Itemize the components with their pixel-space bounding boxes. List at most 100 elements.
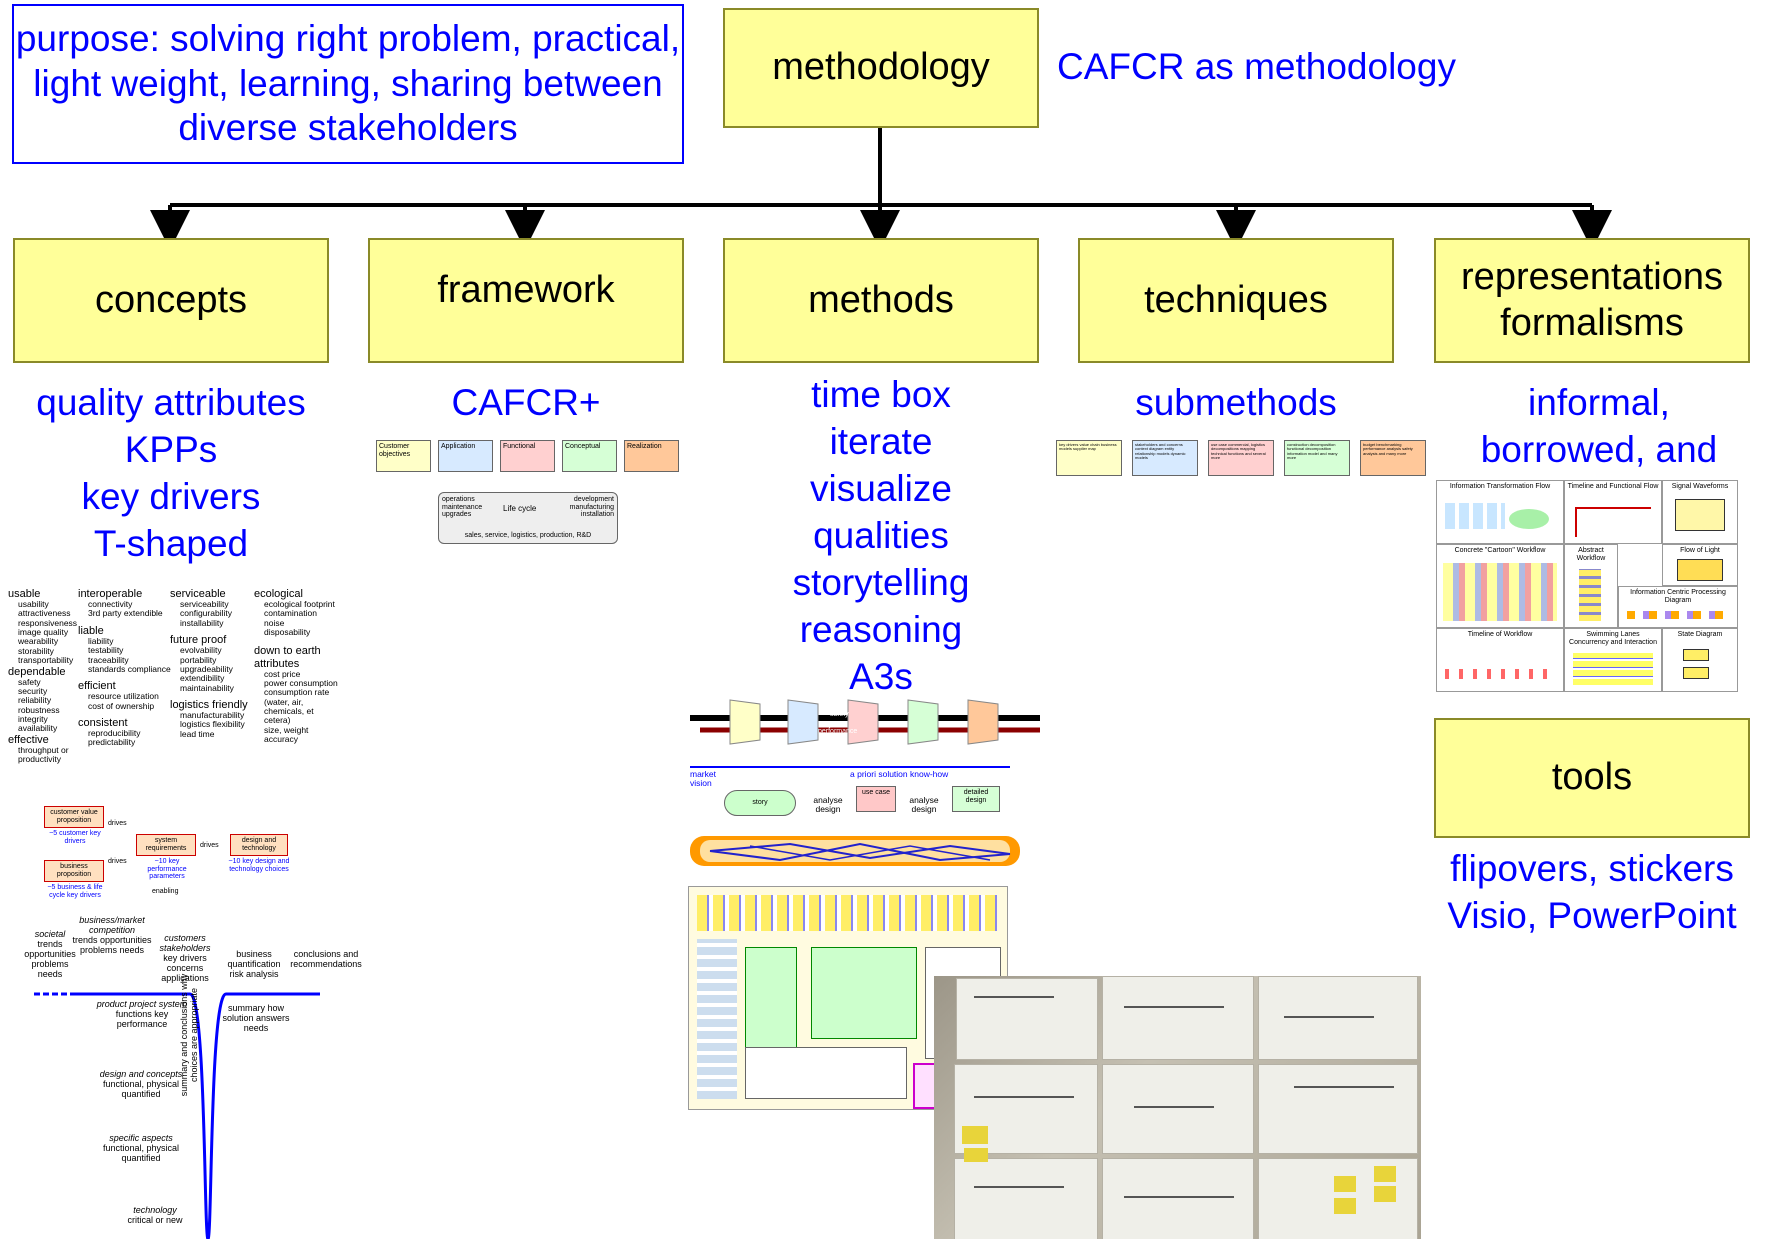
rep-title: Abstract Workflow [1576,547,1606,562]
qa-item: traceability [88,654,129,665]
qa-item: noise [264,617,285,628]
ts-summary-vertical: summary and conclusions why choices are … [179,973,199,1097]
representations-box: representations formalisms [1434,238,1750,363]
timebox-diagram: safety performance [690,699,1040,745]
t-shape-diagram: societal trends opportunities problems n… [20,915,370,1239]
rep-title: Signal Waveforms [1671,483,1729,490]
qa-item: disposability [264,627,311,638]
qa-item: ecological footprint [264,599,335,610]
cafcr-lifecycle-right: development manufacturing installation [569,496,614,519]
key-drivers-diagram: customer value proposition ~5 customer k… [40,804,300,914]
techniques-items: submethods [1078,380,1394,427]
qa-item: integrity [18,713,48,724]
story-label: story [752,799,768,806]
qa-item: lead time [180,728,215,739]
story-detailed: detailed design [952,786,1000,812]
timebox-safety: safety [830,711,849,718]
ts-specific-title: specific aspects [109,1133,173,1143]
rep-title: Concrete "Cartoon" Workflow [1454,547,1546,554]
ts-design: design and concepts functional, physical… [90,1069,192,1100]
rep-thumb: State Diagram [1662,628,1738,692]
rep-thumb: Abstract Workflow [1564,544,1618,628]
kd-system-note: ~10 key performance parameters [147,858,187,881]
qa-col4: ecological ecological footprint contamin… [254,588,338,744]
story-analyse2: analyse design [909,795,939,815]
concepts-item: quality attributes [36,382,306,423]
submethod-box: construction decomposition functional de… [1284,440,1350,476]
kd-business-note: ~5 business & life cycle key drivers [47,884,103,899]
methodology-box: methodology [723,8,1039,128]
ts-market-title: business/market competition [79,915,145,935]
qa-item: attractiveness [18,608,71,619]
methods-items: time box iterate visualize qualities sto… [723,372,1039,701]
kd-design: design and technology [230,834,288,856]
methods-item: qualities [813,514,949,556]
qa-item: consumption rate (water, air, chemicals,… [264,687,330,726]
ts-societal: societal trends opportunities problems n… [20,929,80,979]
reasoning-diagram [690,836,1020,866]
t-shape-curve [34,992,320,1239]
cafcr-conceptual: Conceptual [562,440,617,472]
kd-drives3: drives [200,842,219,849]
qa-item: usability [18,599,49,610]
tools-box: tools [1434,718,1750,838]
tools-items: flipovers, stickers Visio, PowerPoint [1412,846,1772,940]
methods-label: methods [808,278,954,321]
methodology-label: methodology [772,46,990,89]
qa-item: reliability [18,695,52,706]
tools-item: Visio, PowerPoint [1447,894,1737,936]
qa-heading: serviceable [170,588,226,600]
ts-societal-title: societal [34,929,66,939]
qa-item: logistics flexibility [180,719,245,730]
qa-item: robustness [18,704,60,715]
rep-thumb: Timeline of Workflow [1436,628,1564,692]
ts-product-items: functions key performance [115,1008,169,1029]
ts-technology: technology critical or new [120,1205,190,1226]
rep-title: Swimming Lanes Concurrency and Interacti… [1569,631,1657,646]
kd-drives1: drives [108,820,127,827]
ts-customers: customers stakeholders key drivers conce… [152,933,218,983]
qa-item: wearability [18,636,59,647]
kd-business: business proposition [44,860,104,882]
qa-item: accuracy [264,734,299,745]
flipover-wall-photo [934,976,1421,1239]
methods-item: visualize [810,467,952,509]
framework-item: CAFCR+ [451,382,601,423]
story-usecase: use case [856,786,896,812]
tools-item: flipovers, stickers [1450,848,1734,889]
methods-item: iterate [829,420,933,462]
qa-item: image quality [18,627,69,638]
qa-item: evolvability [180,645,222,656]
concepts-item: KPPs [124,428,218,470]
kd-drives2: drives [108,858,127,865]
qa-heading: ecological [254,588,303,600]
cafcr-functional: Functional [500,440,555,472]
ts-product-title: product project system [96,999,188,1009]
kd-design-note: ~10 key design and technology choices [228,858,290,873]
ts-customers-items: key drivers concerns applications [161,952,209,983]
concepts-item: key drivers [81,475,261,517]
kd-customer-value: customer value proposition [44,806,104,828]
rep-thumb: Swimming Lanes Concurrency and Interacti… [1564,628,1662,692]
kd-customer-note: ~5 customer key drivers [49,830,101,845]
qa-heading: down to earth attributes [254,645,321,670]
kd-system: system requirements [136,834,196,856]
cafcr-lifecycle-bottom: sales, service, logistics, production, R… [464,532,592,540]
ts-technology-items: critical or new [127,1214,183,1225]
rep-thumb: Flow of Light [1662,544,1738,586]
qa-item: installability [180,617,224,628]
rep-title: Flow of Light [1680,547,1720,554]
qa-heading: consistent [78,717,128,730]
qa-item: transportability [18,655,74,666]
ts-design-title: design and concepts [99,1069,183,1079]
qa-item: reproducibility [88,728,141,739]
methods-item: storytelling [792,561,970,603]
qa-item: upgradeability [180,663,233,674]
qa-item: predictability [88,737,136,748]
qa-item: contamination [264,608,317,619]
qa-item: connectivity [88,599,133,610]
ts-summary-how: summary how solution answers needs [222,1003,290,1033]
qa-item: liability [88,635,114,646]
ts-conclusions: conclusions and recommendations [290,949,362,969]
rep-title: Information Centric Processing Diagram [1630,589,1726,604]
